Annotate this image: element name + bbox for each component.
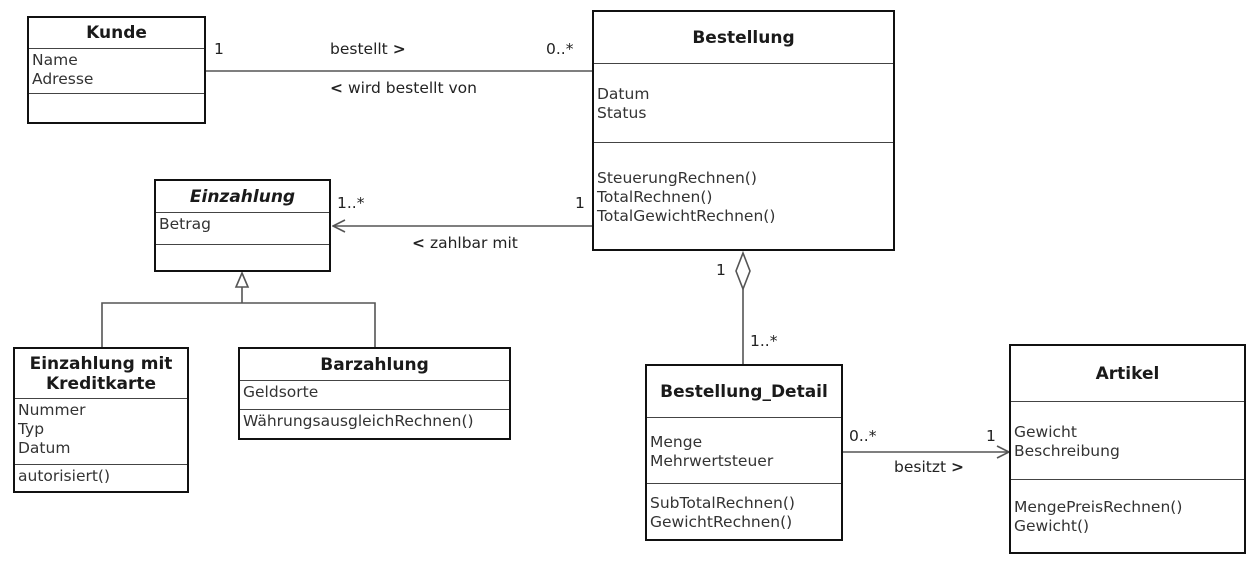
- attribute: Status: [597, 104, 647, 122]
- class-kreditkarte-name: Einzahlung mit Kreditkarte: [15, 349, 187, 399]
- class-einzahlung-name: Einzahlung: [156, 181, 329, 213]
- class-kunde-name: Kunde: [29, 18, 204, 49]
- class-bestellung-detail[interactable]: Bestellung_Detail Menge Mehrwertsteuer S…: [645, 364, 843, 541]
- class-detail-name: Bestellung_Detail: [647, 366, 841, 418]
- label-text: wird bestellt von: [347, 79, 477, 97]
- association-label-wird-bestellt-von: < wird bestellt von: [330, 79, 477, 97]
- class-kunde-attributes: Name Adresse: [29, 49, 204, 94]
- class-artikel-name: Artikel: [1011, 346, 1244, 402]
- direction-arrow: >: [392, 40, 406, 58]
- association-label-besitzt: besitzt >: [894, 458, 964, 476]
- class-einzahlung-methods: [156, 245, 329, 270]
- association-label-zahlbar-mit: < zahlbar mit: [412, 234, 518, 252]
- class-kunde-methods: [29, 94, 204, 122]
- attribute: Menge: [650, 432, 703, 451]
- attribute: Mehrwertsteuer: [650, 451, 774, 470]
- method: TotalGewichtRechnen(): [597, 206, 776, 225]
- label-text: bestellt: [330, 40, 388, 58]
- class-name-line: Einzahlung mit: [29, 353, 173, 374]
- method: autorisiert(): [18, 467, 111, 485]
- class-detail-attributes: Menge Mehrwertsteuer: [647, 418, 841, 484]
- class-artikel-attributes: Gewicht Beschreibung: [1011, 402, 1244, 480]
- class-artikel-methods: MengePreisRechnen() Gewicht(): [1011, 480, 1244, 552]
- method: Gewicht(): [1014, 517, 1090, 535]
- multiplicity-aggregate-one: 1: [716, 261, 726, 279]
- class-bestellung[interactable]: Bestellung Datum Status SteuerungRechnen…: [592, 10, 895, 251]
- label-text: besitzt: [894, 458, 947, 476]
- class-bestellung-methods: SteuerungRechnen() TotalRechnen() TotalG…: [594, 143, 893, 249]
- method: SubTotalRechnen(): [650, 493, 795, 512]
- class-kreditkarte-methods: autorisiert(): [15, 465, 187, 491]
- class-barzahlung[interactable]: Barzahlung Geldsorte WährungsausgleichRe…: [238, 347, 511, 440]
- multiplicity-kunde: 1: [214, 40, 224, 58]
- generalization-triangle: [234, 270, 250, 288]
- method: MengePreisRechnen(): [1014, 498, 1183, 516]
- multiplicity-bestellung-zero-many: 0..*: [546, 40, 574, 58]
- direction-arrow: >: [951, 458, 964, 476]
- class-barzahlung-name: Barzahlung: [240, 349, 509, 381]
- multiplicity-detail-zero-many: 0..*: [849, 427, 877, 445]
- label-text: zahlbar mit: [429, 234, 518, 252]
- direction-arrow: <: [330, 79, 343, 97]
- class-kunde[interactable]: Kunde Name Adresse: [27, 16, 206, 124]
- direction-arrow: <: [412, 234, 425, 252]
- attribute: Adresse: [32, 70, 94, 88]
- attribute: Geldsorte: [243, 383, 319, 401]
- multiplicity-einzahlung: 1..*: [337, 194, 365, 212]
- class-kreditkarte-attributes: Nummer Typ Datum: [15, 399, 187, 465]
- association-label-bestellt: bestellt >: [330, 40, 406, 58]
- class-bestellung-name: Bestellung: [594, 12, 893, 64]
- method: SteuerungRechnen(): [597, 168, 757, 187]
- aggregation-diamond: [735, 250, 751, 292]
- attribute: Gewicht: [1014, 422, 1077, 441]
- attribute: Beschreibung: [1014, 441, 1120, 460]
- attribute: Datum: [18, 439, 71, 457]
- class-name-line: Kreditkarte: [45, 373, 157, 394]
- method: TotalRechnen(): [597, 187, 713, 206]
- class-einzahlung-attributes: Betrag: [156, 213, 329, 245]
- method: WährungsausgleichRechnen(): [243, 412, 474, 430]
- class-bestellung-attributes: Datum Status: [594, 64, 893, 143]
- attribute: Datum: [597, 85, 650, 103]
- class-barzahlung-methods: WährungsausgleichRechnen(): [240, 410, 509, 438]
- multiplicity-artikel-one: 1: [986, 427, 996, 445]
- multiplicity-detail-one-many: 1..*: [750, 332, 778, 350]
- class-einzahlung[interactable]: Einzahlung Betrag: [154, 179, 331, 272]
- multiplicity-bestellung-one: 1: [575, 194, 585, 212]
- attribute: Name: [32, 51, 78, 69]
- class-barzahlung-attributes: Geldsorte: [240, 381, 509, 410]
- attribute: Betrag: [159, 215, 211, 233]
- method: GewichtRechnen(): [650, 512, 793, 531]
- class-detail-methods: SubTotalRechnen() GewichtRechnen(): [647, 484, 841, 539]
- class-artikel[interactable]: Artikel Gewicht Beschreibung MengePreisR…: [1009, 344, 1246, 554]
- generalization-lines: [101, 287, 376, 348]
- class-einzahlung-kreditkarte[interactable]: Einzahlung mit Kreditkarte Nummer Typ Da…: [13, 347, 189, 493]
- attribute: Nummer: [18, 401, 86, 419]
- attribute: Typ: [18, 420, 45, 438]
